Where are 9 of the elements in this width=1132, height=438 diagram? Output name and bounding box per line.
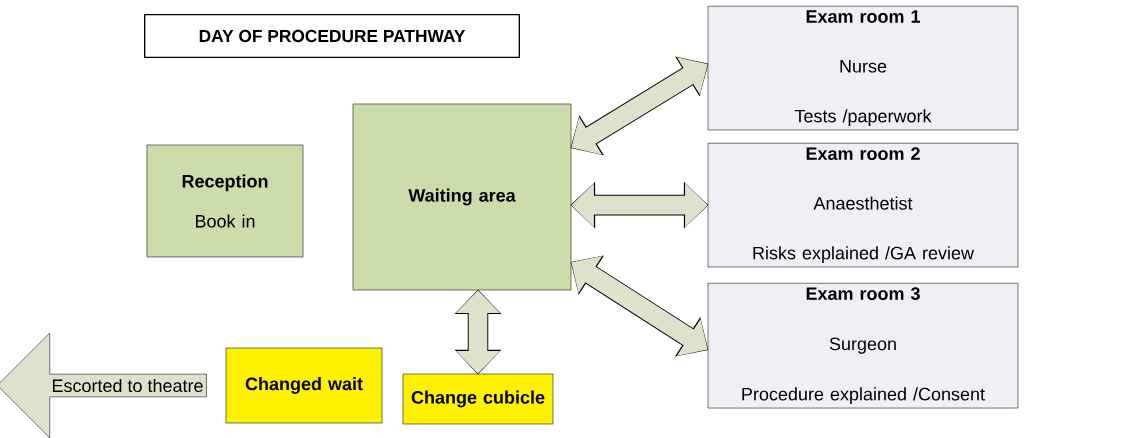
arrow-box: Escorted to theatre xyxy=(0,332,207,438)
cubicle-box: Change cubicle xyxy=(402,373,554,425)
waiting-area-box: Waiting area xyxy=(352,103,572,291)
title-box: DAY OF PROCEDURE PATHWAY xyxy=(144,14,520,58)
exam-room-box: Exam room 1 Nurse Tests /paperwork xyxy=(707,6,1019,131)
exam-room-box: Exam room 3 Surgeon Procedure explained /Consent xyxy=(707,283,1019,409)
reception-box: Reception Book in xyxy=(146,144,304,258)
waiting-box: Changed wait xyxy=(225,347,383,424)
exam-room-box: Exam room 2 Anaesthetist Risks explained /GA review xyxy=(707,143,1019,268)
